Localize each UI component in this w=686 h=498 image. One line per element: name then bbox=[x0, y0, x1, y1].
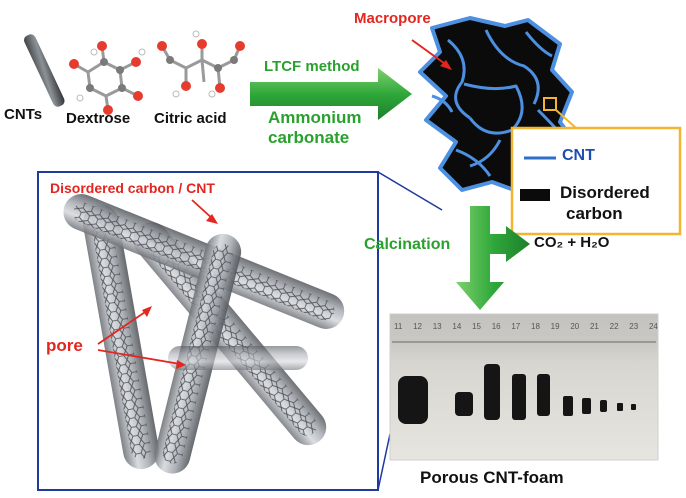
byproducts-label: CO₂ + H₂O bbox=[534, 234, 610, 251]
sample-photo bbox=[389, 313, 659, 461]
foam-samples bbox=[398, 364, 636, 424]
ruler-number: 13 bbox=[432, 322, 442, 331]
legend-carbon-swatch bbox=[520, 189, 550, 201]
reagent-label-cnts: CNTs bbox=[4, 106, 43, 123]
agent-label: Ammonium carbonate bbox=[268, 108, 362, 148]
legend-box bbox=[510, 126, 682, 236]
dextrose-molecule-icon bbox=[69, 41, 146, 115]
citric-acid-molecule-icon bbox=[157, 30, 245, 98]
cnt-rod-icon bbox=[24, 34, 65, 107]
ruler-number: 21 bbox=[589, 322, 599, 331]
ruler-numbers: 11 12 13 14 15 16 17 18 19 20 21 22 23 24 bbox=[394, 322, 658, 336]
zoom-connectors bbox=[377, 171, 443, 491]
calcination-label: Calcination bbox=[364, 236, 451, 253]
ruler-number: 17 bbox=[511, 322, 521, 331]
macropore-label: Macropore bbox=[354, 10, 431, 27]
ruler-number: 18 bbox=[531, 322, 540, 331]
ruler-number: 22 bbox=[609, 322, 619, 331]
legend-carbon-line2: carbon bbox=[566, 204, 623, 223]
ruler-number: 11 bbox=[394, 322, 403, 331]
ruler-number: 15 bbox=[472, 322, 481, 331]
ruler-number: 23 bbox=[629, 322, 639, 331]
agent-label-line1: Ammonium bbox=[268, 108, 362, 127]
pore-label: pore bbox=[46, 336, 83, 355]
legend-carbon-line1: Disordered bbox=[560, 183, 650, 202]
reagent-label-dextrose: Dextrose bbox=[66, 110, 131, 127]
legend-carbon-label: Disordered carbon bbox=[560, 182, 650, 224]
cnt-tube-bundle bbox=[63, 194, 345, 474]
reagent-label-citric-acid: Citric acid bbox=[154, 110, 227, 127]
zoom-pointers bbox=[97, 199, 218, 369]
ruler-number: 19 bbox=[550, 322, 560, 331]
ruler-number: 14 bbox=[452, 322, 462, 331]
method-label: LTCF method bbox=[264, 58, 360, 75]
calcination-arrow bbox=[456, 206, 530, 310]
ruler-number: 24 bbox=[648, 322, 658, 331]
zoom-panel-label: Disordered carbon / CNT bbox=[50, 180, 215, 196]
agent-label-line2: carbonate bbox=[268, 128, 350, 147]
ruler-number: 16 bbox=[491, 322, 501, 331]
legend-cnt-label: CNT bbox=[562, 147, 595, 164]
process-arrow-right bbox=[250, 68, 412, 120]
ruler-number: 12 bbox=[413, 322, 422, 331]
legend-callout bbox=[543, 97, 577, 129]
photo-caption: Porous CNT-foam bbox=[420, 468, 564, 487]
macropore-pointer bbox=[411, 39, 452, 70]
ruler-number: 20 bbox=[570, 322, 580, 331]
